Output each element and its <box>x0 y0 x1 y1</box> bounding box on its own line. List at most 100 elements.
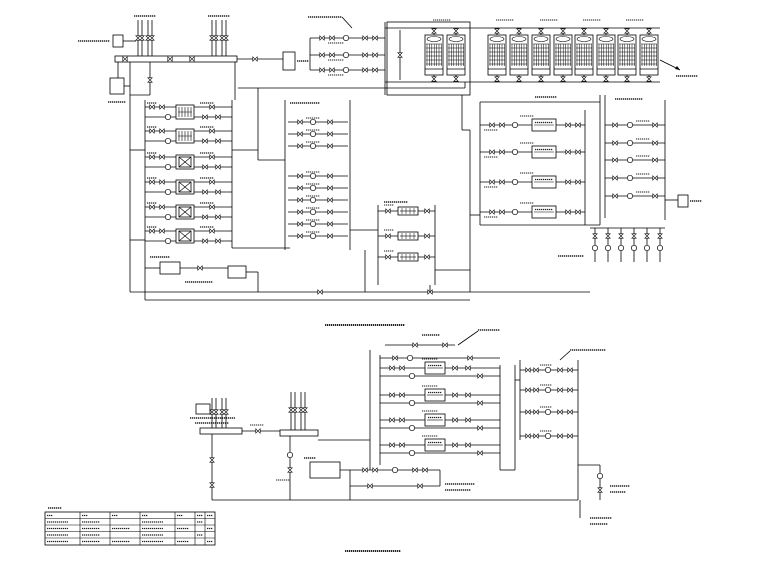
valve-icon <box>209 179 215 185</box>
pump-icon <box>309 142 317 150</box>
chiller-cross-line <box>178 230 192 242</box>
valve-icon <box>412 342 418 348</box>
cooling-tower-fan <box>598 36 614 42</box>
equipment-unit-icon <box>424 413 446 427</box>
valve-icon <box>603 76 609 82</box>
pump-icon <box>164 213 172 221</box>
valve-icon <box>302 407 308 413</box>
valve-icon <box>327 143 333 149</box>
valve-icon <box>327 233 333 239</box>
cooling-tower-icon <box>509 34 529 76</box>
valve-icon <box>399 392 405 398</box>
chiller-inner-frame <box>178 206 192 218</box>
valve-icon <box>477 373 483 379</box>
valve-icon <box>319 67 325 73</box>
pump-icon <box>406 354 414 362</box>
chiller-icon <box>175 179 195 195</box>
valve-icon <box>452 365 458 371</box>
valve-icon <box>329 35 335 41</box>
valve-icon <box>202 238 208 244</box>
tank-icon <box>309 461 341 479</box>
valve-icon <box>575 209 581 215</box>
valve-icon <box>442 342 448 348</box>
valve-icon <box>297 173 303 179</box>
valve-icon <box>197 265 203 271</box>
valve-icon <box>477 425 483 431</box>
pump-icon <box>626 174 634 182</box>
cooling-tower-fan <box>576 36 592 42</box>
valve-icon <box>575 122 581 128</box>
valve-icon <box>139 35 145 41</box>
valve-icon <box>367 483 373 489</box>
lower-system-diagram <box>190 329 630 552</box>
valve-icon <box>215 138 221 144</box>
plate-heat-exchanger-icon <box>397 252 419 262</box>
valve-icon <box>213 409 219 415</box>
valve-icon <box>209 457 215 463</box>
cooling-tower-icon <box>446 34 466 76</box>
valve-icon <box>597 487 603 493</box>
valve-icon <box>327 185 333 191</box>
valve-icon <box>327 173 333 179</box>
pump-icon <box>309 184 317 192</box>
pipe-line <box>559 350 571 361</box>
valve-icon <box>297 119 303 125</box>
chiller-icon <box>175 154 195 170</box>
valve-icon <box>489 122 495 128</box>
valve-icon <box>215 238 221 244</box>
valve-icon <box>362 35 368 41</box>
cooling-tower-icon <box>487 34 507 76</box>
valve-icon <box>567 409 573 415</box>
pump-icon <box>164 237 172 245</box>
pump-icon <box>511 121 519 129</box>
valve-icon <box>538 76 544 82</box>
valve-icon <box>612 157 618 163</box>
valve-icon <box>424 254 430 260</box>
cooling-tower-fan <box>448 36 464 42</box>
valve-icon <box>202 214 208 220</box>
valve-icon <box>452 392 458 398</box>
cooling-tower-fan <box>619 36 635 42</box>
valve-icon <box>631 233 637 239</box>
header-pipe <box>114 55 238 63</box>
cooling-tower-fan <box>533 36 549 42</box>
valve-icon <box>567 387 573 393</box>
valve-icon <box>209 154 215 160</box>
valve-icon <box>385 208 391 214</box>
valve-icon <box>557 433 563 439</box>
valve-icon <box>372 35 378 41</box>
valve-icon <box>533 367 539 373</box>
pump-icon <box>591 244 599 252</box>
equipment-unit-icon <box>531 118 557 132</box>
valve-icon <box>209 128 215 134</box>
chiller-icon <box>175 204 195 220</box>
valve-icon <box>219 35 225 41</box>
valve-icon <box>297 233 303 239</box>
pump-icon <box>408 449 416 457</box>
cooling-tower-icon <box>424 34 444 76</box>
arrow-icon <box>675 66 680 70</box>
pump-icon <box>626 121 634 129</box>
valve-icon <box>581 76 587 82</box>
valve-icon <box>202 114 208 120</box>
valve-icon <box>149 204 155 210</box>
valve-icon <box>149 128 155 134</box>
valve-icon <box>452 417 458 423</box>
tank-icon <box>109 77 125 95</box>
valve-icon <box>424 233 430 239</box>
valve-icon <box>533 409 539 415</box>
valve-icon <box>557 387 563 393</box>
chiller-cross-line <box>178 181 192 193</box>
valve-icon <box>389 392 395 398</box>
valve-icon <box>605 233 611 239</box>
valve-icon <box>489 209 495 215</box>
valve-icon <box>412 467 418 473</box>
valve-icon <box>297 131 303 137</box>
equipment-unit-icon <box>531 205 557 219</box>
valve-icon <box>209 228 215 234</box>
valve-icon <box>399 365 405 371</box>
valve-icon <box>135 35 141 41</box>
valve-icon <box>202 138 208 144</box>
valve-icon <box>565 209 571 215</box>
valve-icon <box>392 355 398 361</box>
